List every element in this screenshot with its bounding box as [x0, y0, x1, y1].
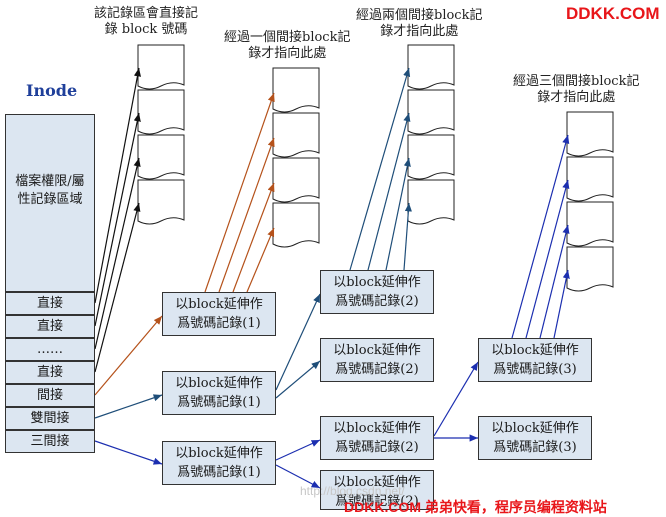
- double-arrow-block-2: [367, 112, 411, 271]
- double-arrow-block-4: [403, 202, 412, 271]
- inode-row-direct-2: 直接: [5, 315, 95, 338]
- inode-row-double-indirect: 雙間接: [5, 407, 95, 430]
- inode-metadata-area: 檔案權限/屬性記錄區域: [5, 114, 95, 292]
- triple-arrow-inode: [94, 440, 163, 465]
- double-indirect-note: 經過兩個間接block記錄才指向此處: [356, 8, 483, 39]
- triple-arrow-block-3: [539, 224, 570, 339]
- inode-row-direct-1: 直接: [5, 292, 95, 315]
- double-arrow-block-1: [349, 67, 411, 271]
- ext-block-triple-2: 以block延伸作爲號碼記錄(2): [320, 416, 434, 460]
- double-data-block-3: [407, 134, 455, 180]
- direct-arrow-2: [94, 112, 141, 327]
- direct-arrow-1: [94, 67, 141, 304]
- double-data-block-2: [407, 89, 455, 135]
- triple-data-block-2: [566, 156, 614, 202]
- triple-data-block-4: [566, 246, 614, 292]
- triple-arrow-l2b: [275, 464, 321, 489]
- single-arrow-block-2: [218, 137, 275, 293]
- single-data-block-2: [272, 112, 320, 158]
- single-data-block-1: [272, 67, 320, 113]
- triple-arrow-block-4: [553, 269, 570, 339]
- single-arrow-block-1: [204, 92, 275, 293]
- ext-block-triple-1: 以block延伸作爲號碼記錄(1): [162, 441, 276, 485]
- double-data-block-1: [407, 44, 455, 90]
- direct-data-block-2: [137, 89, 185, 135]
- triple-arrow-l3a: [433, 361, 479, 437]
- watermark-top: DDKK.COM: [566, 4, 660, 23]
- direct-data-block-3: [137, 134, 185, 180]
- triple-data-block-1: [566, 111, 614, 157]
- inode-title: Inode: [26, 81, 78, 100]
- direct-arrow-4: [94, 202, 141, 373]
- double-arrow-l2b: [275, 360, 321, 399]
- double-arrow-l2a: [275, 293, 321, 391]
- double-arrow-inode: [94, 394, 163, 419]
- ext-block-triple-3b: 以block延伸作爲號碼記錄(3): [478, 416, 592, 460]
- direct-data-block-1: [137, 44, 185, 90]
- single-arrow-block-3: [232, 182, 275, 293]
- single-arrow-block-4: [246, 227, 275, 293]
- ext-block-single-1: 以block延伸作爲號碼記錄(1): [162, 292, 276, 336]
- inode-metadata-label: 檔案權限/屬性記錄區域: [15, 174, 85, 207]
- watermark-faint-url: http://blog.csdn.net/: [300, 484, 405, 498]
- single-data-block-3: [272, 157, 320, 203]
- triple-arrow-block-2: [525, 179, 570, 339]
- inode-row-direct-last: 直接: [5, 361, 95, 384]
- inode-row-triple-indirect: 三間接: [5, 430, 95, 453]
- inode-row-ellipsis: ……: [5, 338, 95, 361]
- single-data-block-4: [272, 202, 320, 248]
- single-indirect-note: 經過一個間接block記錄才指向此處: [224, 30, 351, 61]
- triple-data-block-3: [566, 201, 614, 247]
- inode-row-indirect: 間接: [5, 384, 95, 407]
- double-arrow-block-3: [385, 157, 411, 271]
- ext-block-triple-3: 以block延伸作爲號碼記錄(3): [478, 338, 592, 382]
- direct-data-block-4: [137, 179, 185, 225]
- watermark-bottom: DDKK.COM 弟弟快看，程序员编程资料站: [344, 499, 607, 515]
- triple-arrow-l2a: [275, 439, 321, 461]
- pointer-arrows: [94, 67, 570, 489]
- ext-block-double-2b: 以block延伸作爲號碼記錄(2): [320, 338, 434, 382]
- triple-arrow-block-1: [511, 134, 570, 339]
- single-arrow-inode: [94, 315, 163, 396]
- direct-arrow-3: [94, 157, 141, 350]
- direct-block-note: 該記錄區會直接記錄 block 號碼: [94, 6, 199, 37]
- triple-indirect-note: 經過三個間接block記錄才指向此處: [513, 74, 640, 105]
- data-block-documents: [137, 44, 614, 292]
- ext-block-triple-2b: 以block延伸作爲號碼記錄(2): [320, 470, 434, 510]
- double-data-block-4: [407, 179, 455, 225]
- ext-block-double-2: 以block延伸作爲號碼記錄(2): [320, 270, 434, 314]
- ext-block-double-1: 以block延伸作爲號碼記錄(1): [162, 371, 276, 415]
